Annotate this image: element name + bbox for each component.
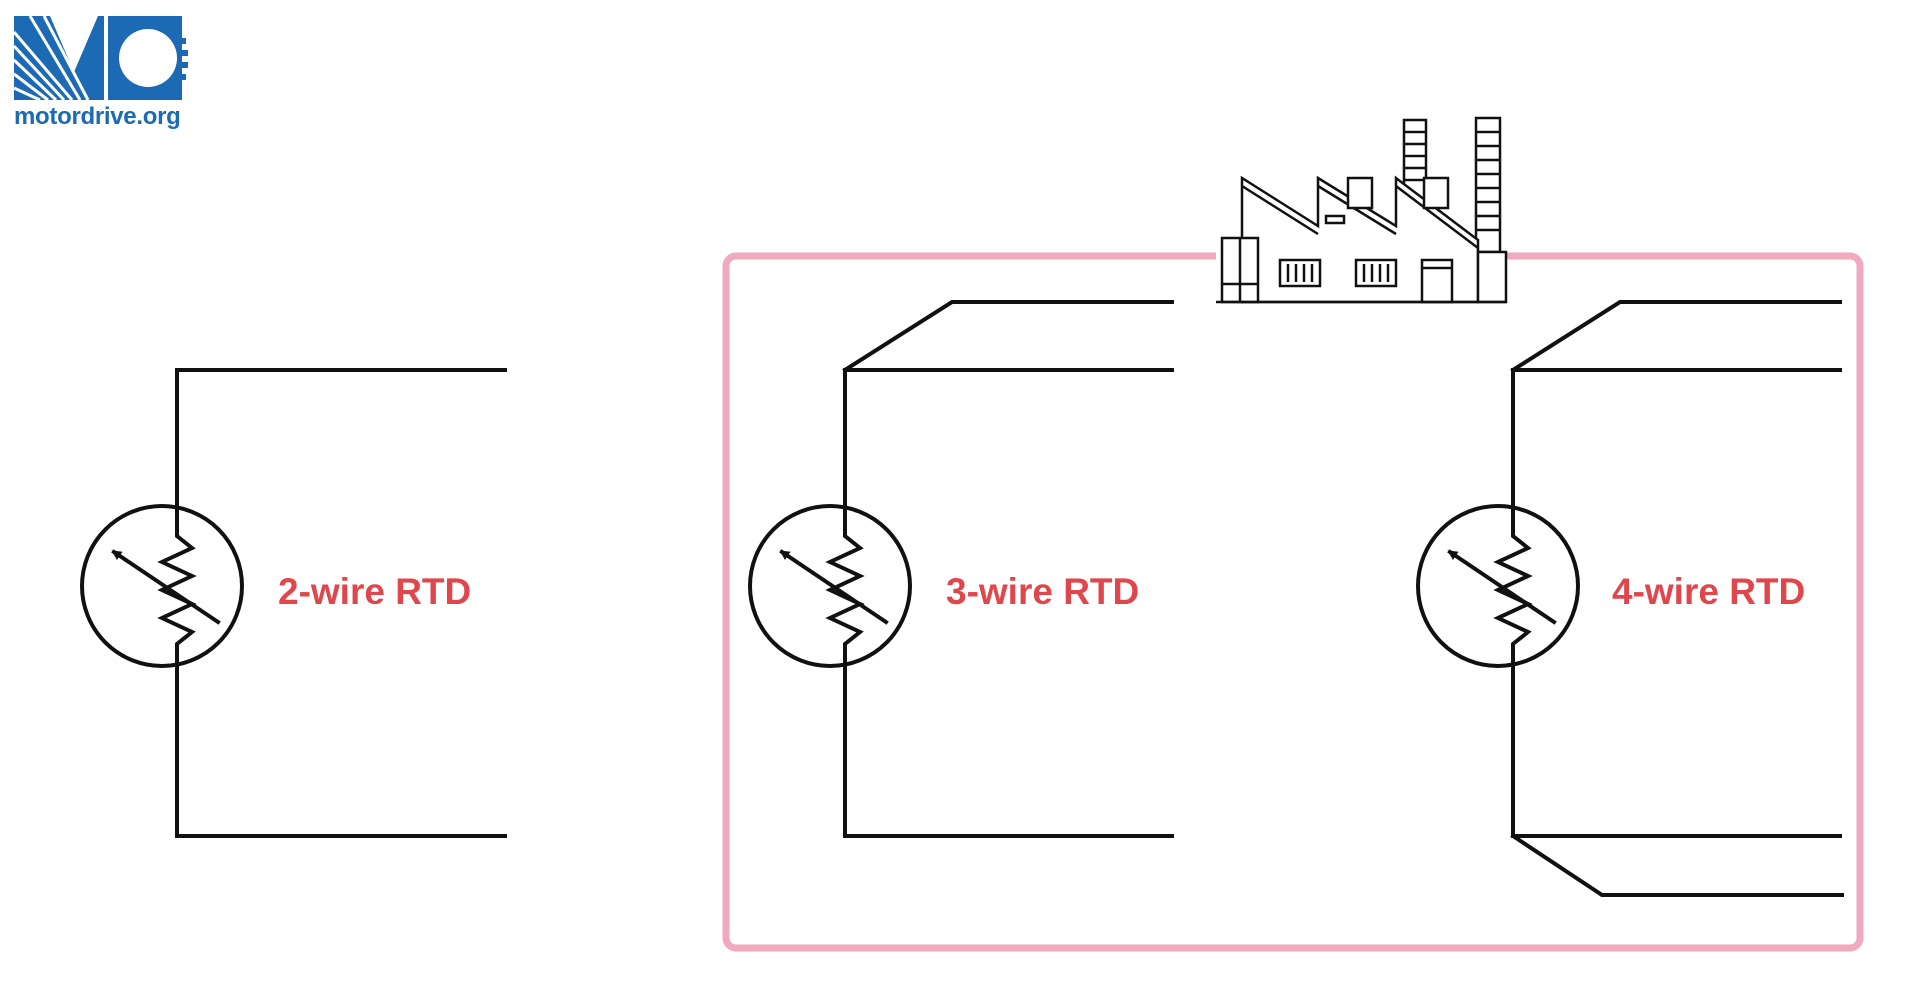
two-wire-bottom-lead [175, 662, 507, 838]
four-wire-top-lead-b [1511, 368, 1842, 510]
three-wire-top-lead-b [843, 368, 1174, 510]
motordrive-logo: motordrive.org [10, 12, 190, 132]
rtd-symbol [80, 504, 244, 668]
four-wire-label: 4-wire RTD [1612, 571, 1805, 612]
four-wire-rtd [1416, 300, 1844, 897]
logo-mark-icon [12, 15, 188, 102]
three-wire-top-lead-a [842, 300, 1174, 373]
two-wire-label: 2-wire RTD [278, 571, 471, 612]
three-wire-label: 3-wire RTD [946, 571, 1139, 612]
two-wire-rtd [80, 368, 507, 838]
factory-icon [1216, 116, 1508, 304]
logo-text: motordrive.org [14, 103, 181, 130]
rtd-symbol [1416, 504, 1580, 668]
rtd-symbol [748, 504, 912, 668]
four-wire-bottom-lead-a [1511, 662, 1842, 838]
four-wire-bottom-lead-b [1510, 833, 1844, 897]
two-wire-top-lead [175, 368, 507, 510]
four-wire-top-lead-a [1510, 300, 1842, 373]
three-wire-bottom-lead [843, 662, 1174, 838]
three-wire-rtd [748, 300, 1174, 838]
